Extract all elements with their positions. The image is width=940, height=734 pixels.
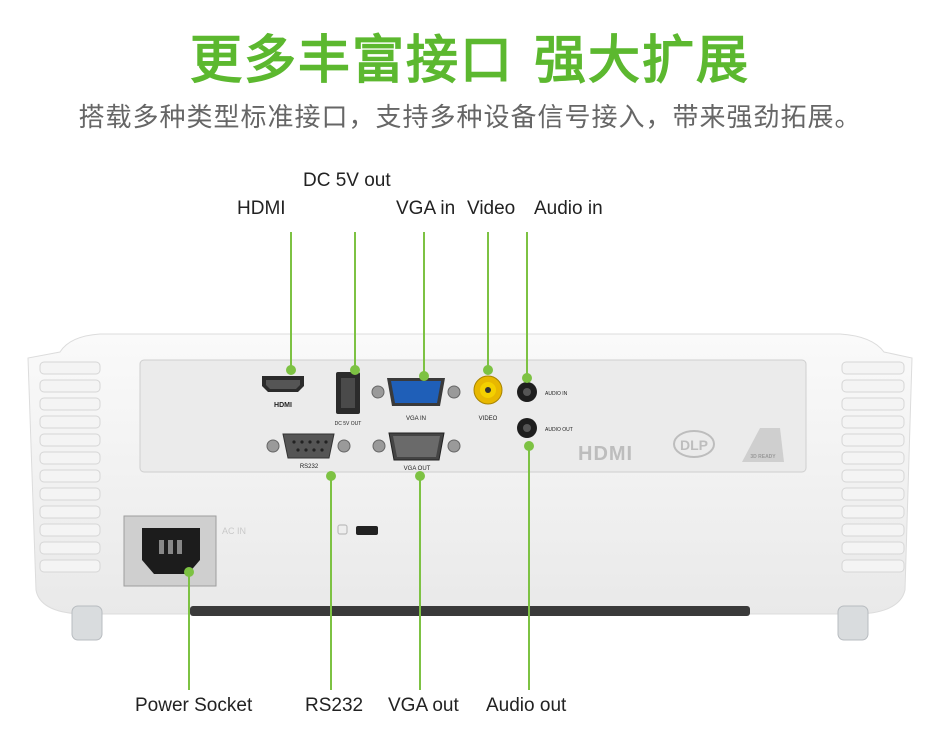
kensington-lock-icon [337, 524, 378, 535]
dc5v-usb-port: DC 5V OUT [335, 372, 362, 427]
callout-label-audio-in: Audio in [534, 198, 603, 219]
vga-out-port: VGA OUT [372, 432, 461, 472]
panel-label-audio-out: AUDIO OUT [545, 427, 573, 433]
panel-label-dc5v: DC 5V OUT [335, 421, 362, 427]
callout-label-hdmi: HDMI [237, 198, 286, 219]
callout-label-vga-out: VGA out [388, 695, 459, 716]
audio-in-port: AUDIO IN [517, 382, 568, 402]
callout-label-power-socket: Power Socket [135, 695, 253, 716]
svg-text:3D READY: 3D READY [750, 454, 776, 460]
panel-label-video: VIDEO [479, 416, 498, 422]
audio-out-port: AUDIO OUT [517, 418, 573, 438]
vga-in-port: VGA IN [371, 378, 461, 422]
power-socket: AC IN [123, 515, 246, 587]
projector-feet [71, 605, 869, 641]
dlp-logo: DLP [673, 430, 715, 458]
panel-label-audio-in: AUDIO IN [545, 391, 568, 397]
page-subtitle: 搭载多种类型标准接口，支持多种设备信号接入，带来强劲拓展。 [78, 103, 862, 133]
3d-ready-logo: 3D READY [742, 428, 784, 462]
callout-label-rs232: RS232 [305, 695, 364, 716]
right-vents [841, 361, 905, 573]
callout-label-video: Video [467, 198, 516, 219]
page-title: 更多丰富接口 强大扩展 [189, 31, 751, 91]
panel-label-vga-in: VGA IN [406, 416, 426, 422]
left-vents [39, 361, 101, 573]
svg-text:DLP: DLP [680, 437, 708, 453]
panel-label-ac-in: AC IN [222, 526, 246, 536]
rs232-port: RS232 [266, 433, 351, 470]
panel-label-rs232: RS232 [300, 464, 319, 470]
hdmi-port: HDMI [262, 376, 304, 409]
callout-label-dc5v: DC 5V out [303, 170, 391, 191]
callout-lines [184, 232, 534, 690]
panel-label-vga-out: VGA OUT [404, 466, 431, 472]
callout-label-vga-in: VGA in [396, 198, 456, 219]
video-rca-port: VIDEO [473, 375, 503, 422]
hdmi-logo: HDMI [578, 443, 633, 465]
panel-label-hdmi: HDMI [274, 402, 292, 409]
callout-label-audio-out: Audio out [486, 695, 567, 716]
